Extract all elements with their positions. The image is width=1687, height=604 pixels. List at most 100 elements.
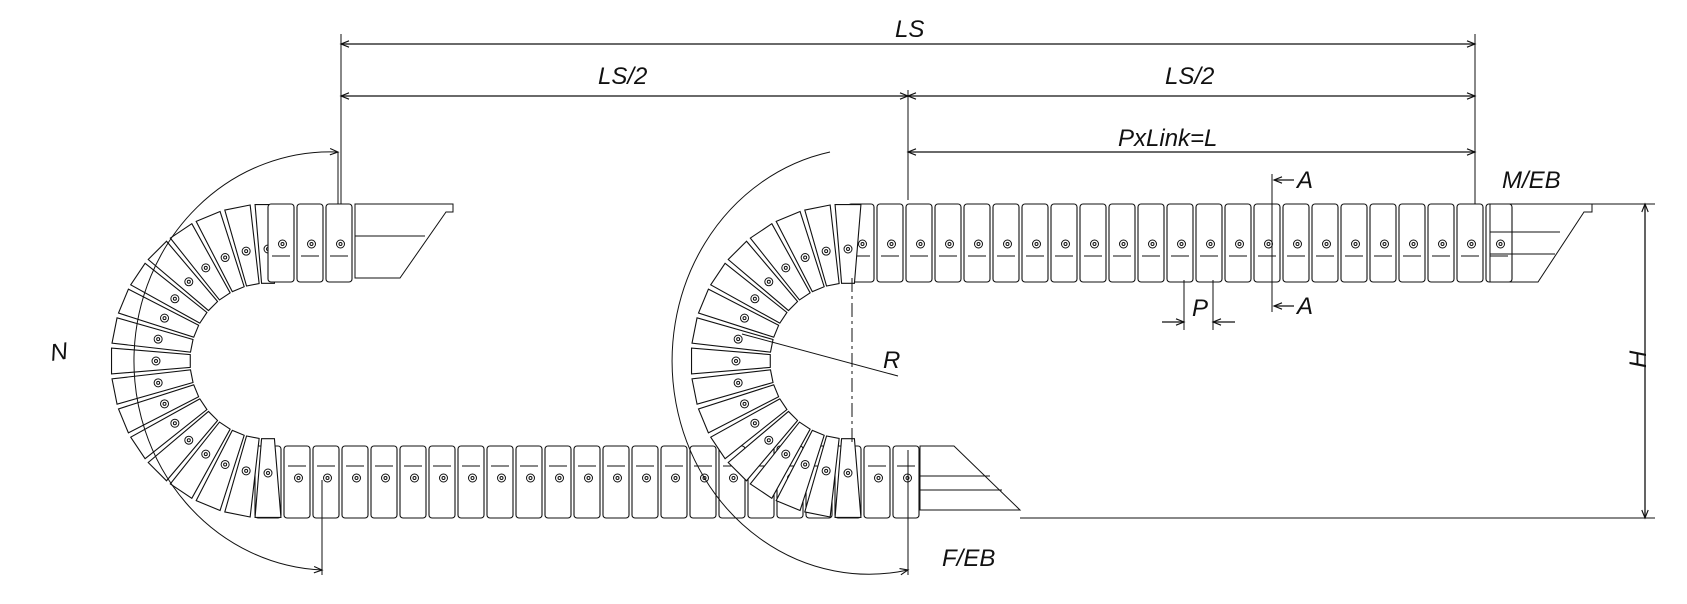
chain-link [697, 288, 780, 338]
chain-link [749, 421, 811, 500]
chain-link [312, 445, 340, 519]
moving-end-label: M/EB [1502, 167, 1561, 194]
pitch-length-label: PxLink=L [1118, 125, 1217, 152]
chain-link [224, 204, 260, 287]
chain-link [370, 445, 398, 519]
chain-link [1195, 203, 1223, 283]
left-end-bracket [354, 203, 454, 279]
chain-link [195, 210, 245, 293]
chain-link [727, 240, 799, 312]
n-label: N [49, 338, 71, 367]
fixed-end-label: F/EB [942, 545, 995, 572]
chain-link [631, 445, 659, 519]
chain-link [1108, 203, 1136, 283]
chain-link [863, 445, 891, 519]
chain-link [486, 445, 514, 519]
ls-half-dimension: LS/2 LS/2 [339, 63, 1477, 200]
chain-link [775, 210, 825, 293]
chain-link [399, 445, 427, 519]
chain-link [697, 384, 780, 434]
right-bend-arc [671, 151, 910, 576]
chain-link [111, 317, 194, 353]
pitch-dimension: P [1162, 280, 1235, 330]
chain-link [267, 203, 295, 283]
chain-link [169, 421, 231, 500]
n-arc [133, 147, 340, 574]
upper-chain-run [847, 203, 1513, 283]
chain-link [147, 240, 219, 312]
chain-link [117, 288, 200, 338]
chain-link [117, 384, 200, 434]
chain-link [775, 429, 825, 512]
chain-link [111, 369, 194, 405]
left-upper-chain-run [267, 203, 353, 283]
chain-link [834, 203, 862, 284]
chain-link [573, 445, 601, 519]
chain-link [690, 347, 771, 375]
chain-link [689, 445, 717, 519]
chain-link [992, 203, 1020, 283]
chain-link [709, 262, 788, 324]
chain-link [110, 347, 191, 375]
chain-link [1427, 203, 1455, 283]
chain-link [195, 429, 245, 512]
chain-link [602, 445, 630, 519]
chain-link [1369, 203, 1397, 283]
chain-link [428, 445, 456, 519]
chain-link [254, 438, 282, 519]
height-dimension: H [1020, 202, 1655, 520]
left-chain-bend [110, 203, 282, 519]
chain-link [727, 410, 799, 482]
chain-link [892, 445, 920, 519]
section-top-label: A [1295, 167, 1313, 194]
radius-dimension: R [741, 333, 900, 377]
chain-link [905, 203, 933, 283]
chain-link [1224, 203, 1252, 283]
section-bottom-label: A [1295, 293, 1313, 320]
chain-link [1253, 203, 1281, 283]
chain-link [296, 203, 324, 283]
chain-link [457, 445, 485, 519]
chain-link [1340, 203, 1368, 283]
chain-link [963, 203, 991, 283]
right-chain-bend [690, 203, 862, 519]
chain-link [876, 203, 904, 283]
chain-link [1079, 203, 1107, 283]
ls-label: LS [895, 16, 924, 43]
radius-label: R [883, 347, 900, 374]
chain-link [691, 369, 774, 405]
chain-link [147, 410, 219, 482]
chain-link [691, 317, 774, 353]
ls-dimension: LS [339, 16, 1477, 204]
chain-link [544, 445, 572, 519]
height-label: H [1625, 350, 1652, 368]
ls-half-right-label: LS/2 [1165, 63, 1214, 90]
chain-link [1282, 203, 1310, 283]
ls-half-left-label: LS/2 [598, 63, 647, 90]
chain-link [834, 438, 862, 519]
pitch-label: P [1192, 295, 1208, 322]
chain-link [224, 435, 260, 518]
chain-link [660, 445, 688, 519]
section-a-marker: A A [1271, 167, 1313, 320]
chain-link [709, 398, 788, 460]
chain-link [749, 222, 811, 301]
chain-link [341, 445, 369, 519]
chain-link [283, 445, 311, 519]
chain-link [1021, 203, 1049, 283]
chain-link [325, 203, 353, 283]
chain-link [1137, 203, 1165, 283]
chain-link [169, 222, 231, 301]
chain-link [1311, 203, 1339, 283]
chain-link [1050, 203, 1078, 283]
chain-link [515, 445, 543, 519]
chain-link [1456, 203, 1484, 283]
chain-link [1166, 203, 1194, 283]
pitch-length-dimension: PxLink=L [906, 125, 1477, 156]
chain-link [1398, 203, 1426, 283]
chain-link [804, 435, 840, 518]
chain-link [934, 203, 962, 283]
chain-link [804, 204, 840, 287]
fixed-end-bracket [919, 445, 1022, 511]
